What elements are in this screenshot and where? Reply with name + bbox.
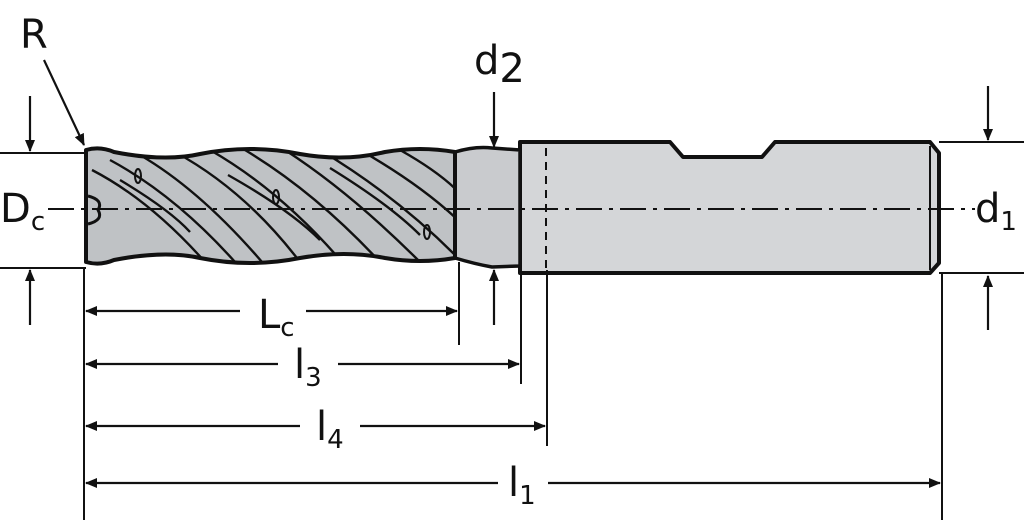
extension-lines — [0, 141, 1024, 520]
label-shank-diameter: d1 — [975, 186, 1017, 237]
label-usable-length: l4 — [316, 404, 344, 455]
label-overall-length: l1 — [508, 460, 536, 511]
label-cutting-diameter: Dc — [0, 186, 45, 237]
label-corner-radius: R — [20, 12, 48, 58]
dimension-arrows — [25, 59, 993, 488]
shank — [518, 140, 941, 275]
tool-body — [84, 140, 941, 275]
label-neck-diameter: d2 — [474, 38, 525, 92]
label-cutting-length: Lc — [258, 292, 295, 343]
neck — [453, 145, 522, 269]
dimension-labels: R Dc d2 d1 Lc l3 l4 l1 — [0, 12, 1017, 511]
label-reach-length: l3 — [294, 342, 322, 393]
helix-lines — [91, 148, 455, 263]
